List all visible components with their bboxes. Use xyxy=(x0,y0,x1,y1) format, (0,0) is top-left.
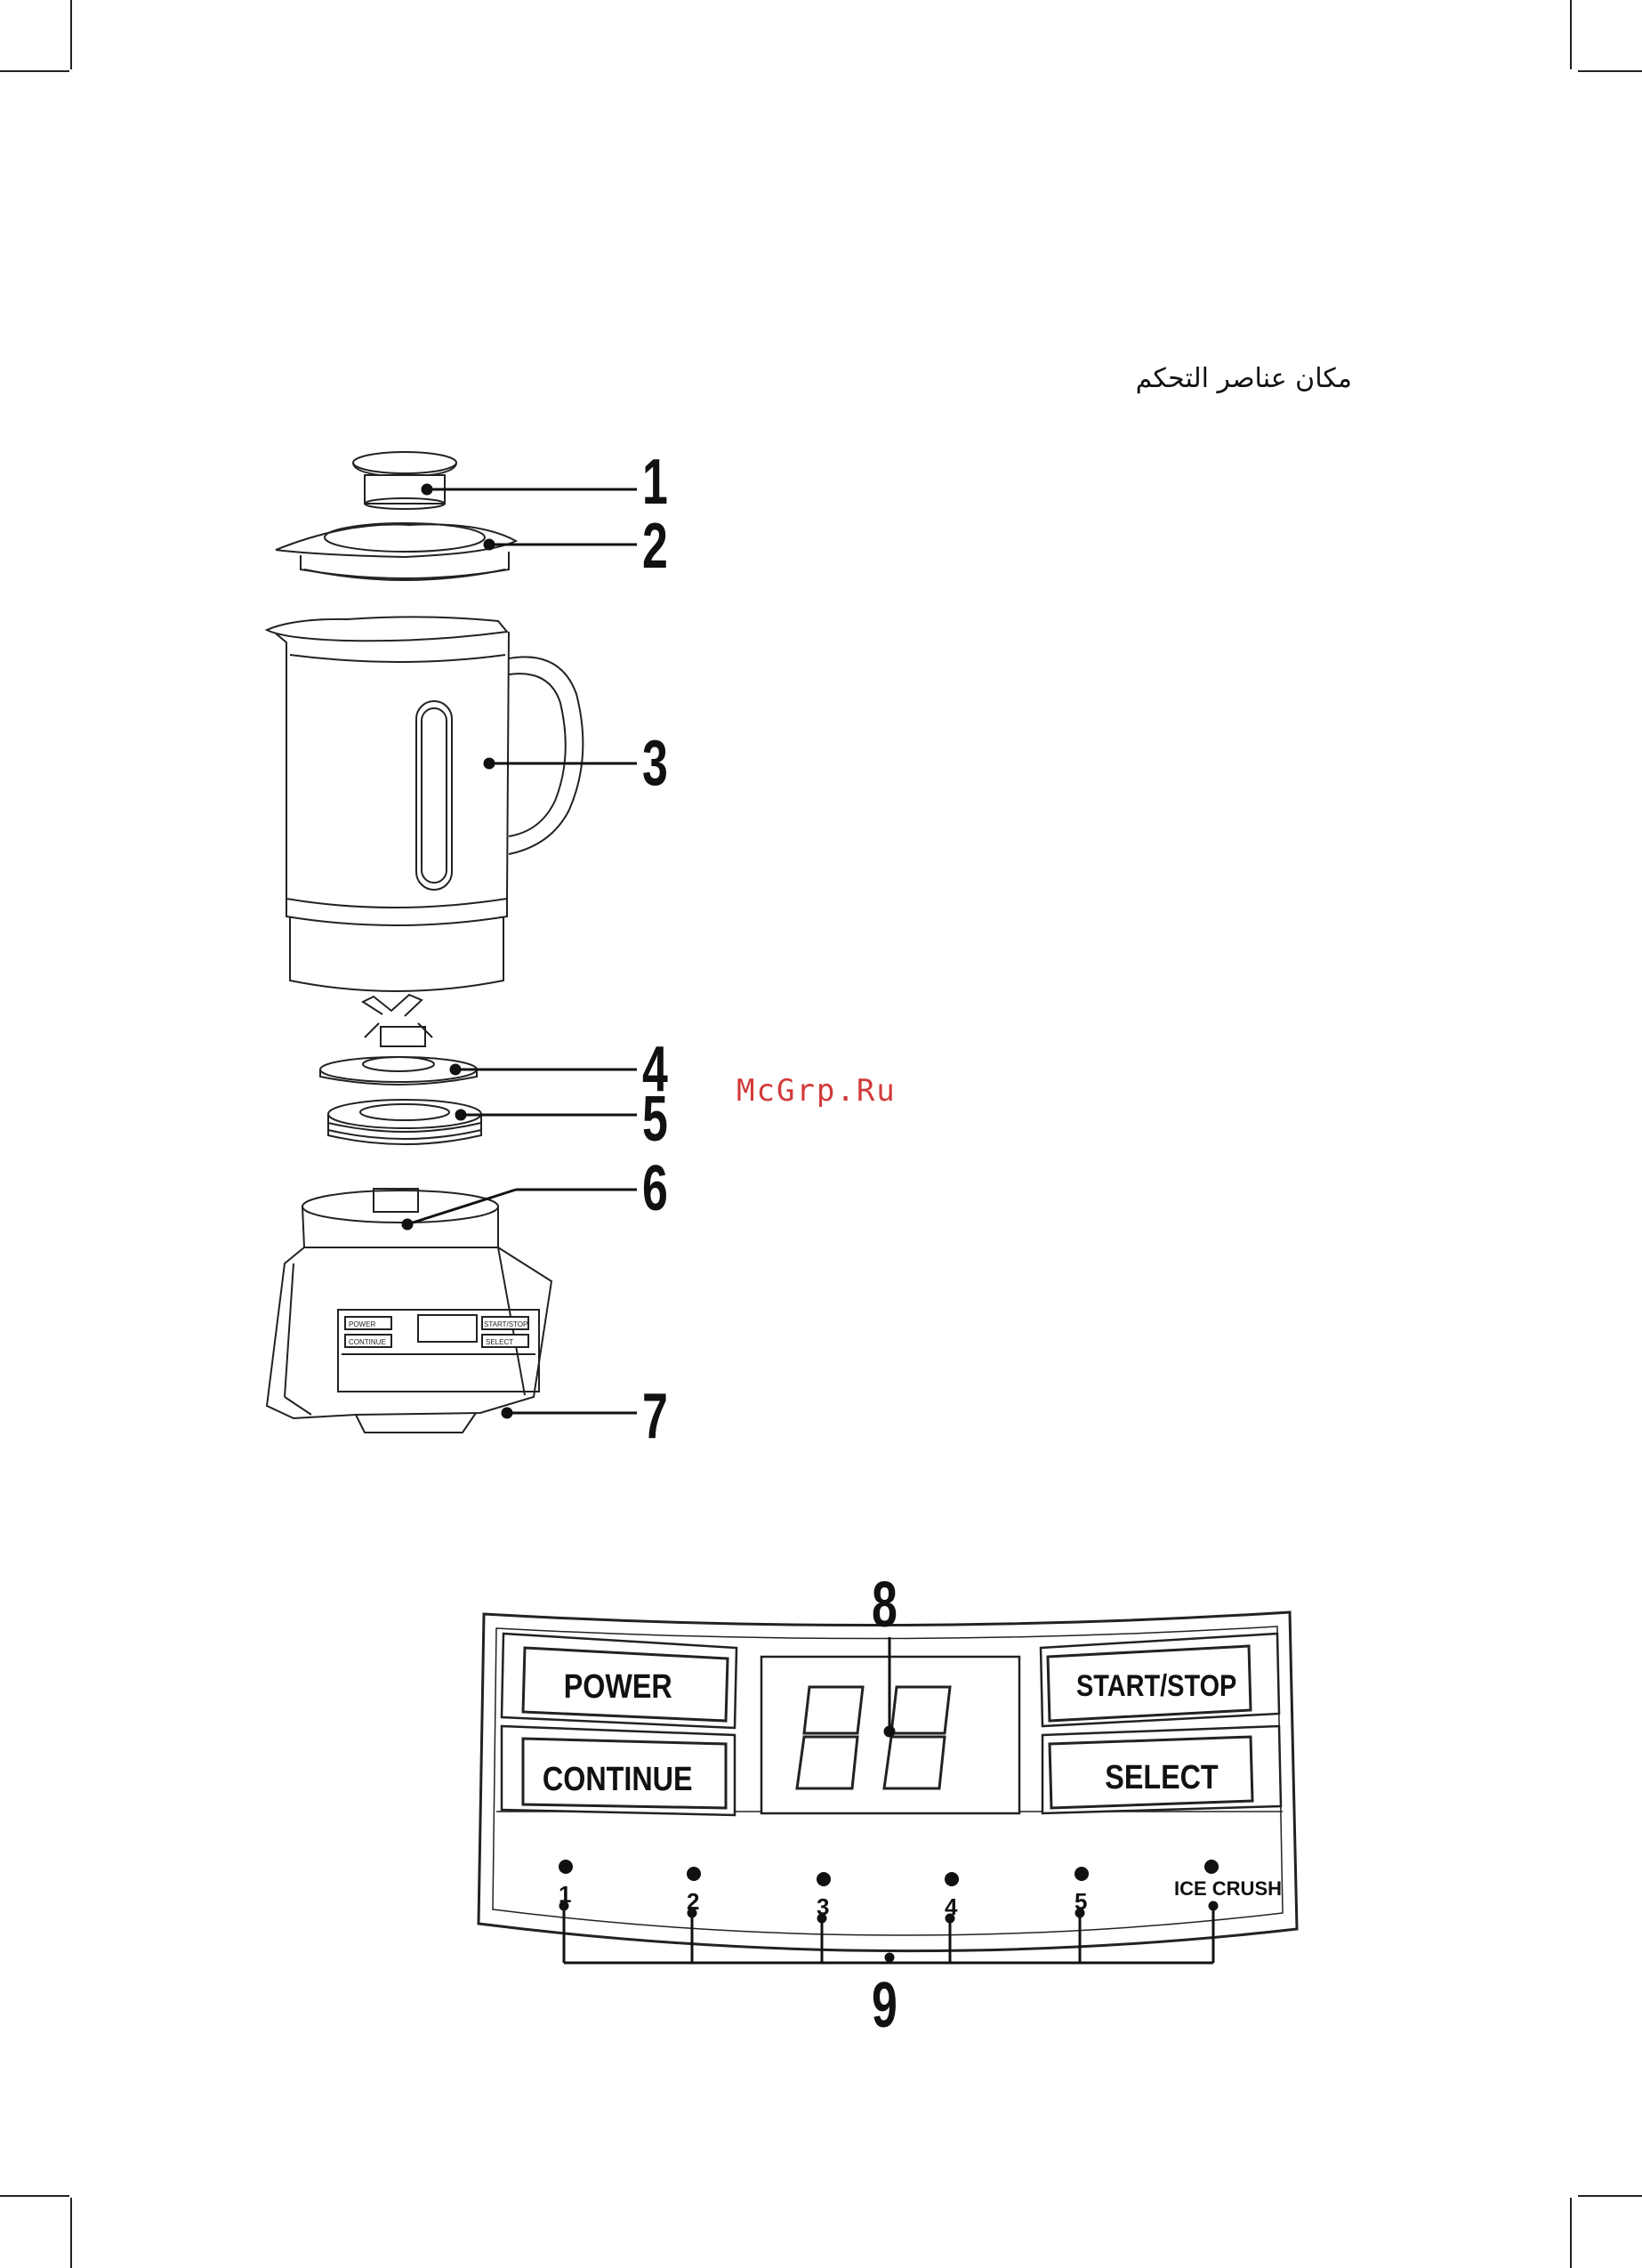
base-start-stop-label: START/STOP xyxy=(484,1320,527,1328)
lid-illustration xyxy=(276,523,516,580)
callout-9: 9 xyxy=(872,1973,897,2038)
measuring-cap-illustration xyxy=(353,452,456,509)
callout-8: 8 xyxy=(872,1573,897,1637)
base-select-label: SELECT xyxy=(486,1338,513,1346)
callout-1: 1 xyxy=(642,450,668,514)
program-ice-crush-label: ICE CRUSH xyxy=(1174,1877,1282,1900)
callout-6: 6 xyxy=(642,1157,668,1221)
callout-5: 5 xyxy=(642,1087,668,1151)
section-heading: مكان عناصر التحكم xyxy=(1050,363,1352,394)
select-button-label: SELECT xyxy=(1105,1759,1219,1796)
continue-button-label: CONTINUE xyxy=(543,1761,693,1798)
sealing-ring-illustration xyxy=(328,1100,481,1144)
callout-3: 3 xyxy=(642,731,668,795)
start-stop-button-label: START/STOP xyxy=(1076,1668,1236,1703)
callout-7: 7 xyxy=(642,1384,668,1449)
base-continue-label: CONTINUE xyxy=(349,1338,386,1346)
callout-2: 2 xyxy=(642,514,668,578)
watermark: McGrp.Ru xyxy=(736,1073,897,1109)
power-button-label: POWER xyxy=(564,1668,672,1706)
jug-illustration xyxy=(267,617,583,991)
base-power-label: POWER xyxy=(349,1320,375,1328)
